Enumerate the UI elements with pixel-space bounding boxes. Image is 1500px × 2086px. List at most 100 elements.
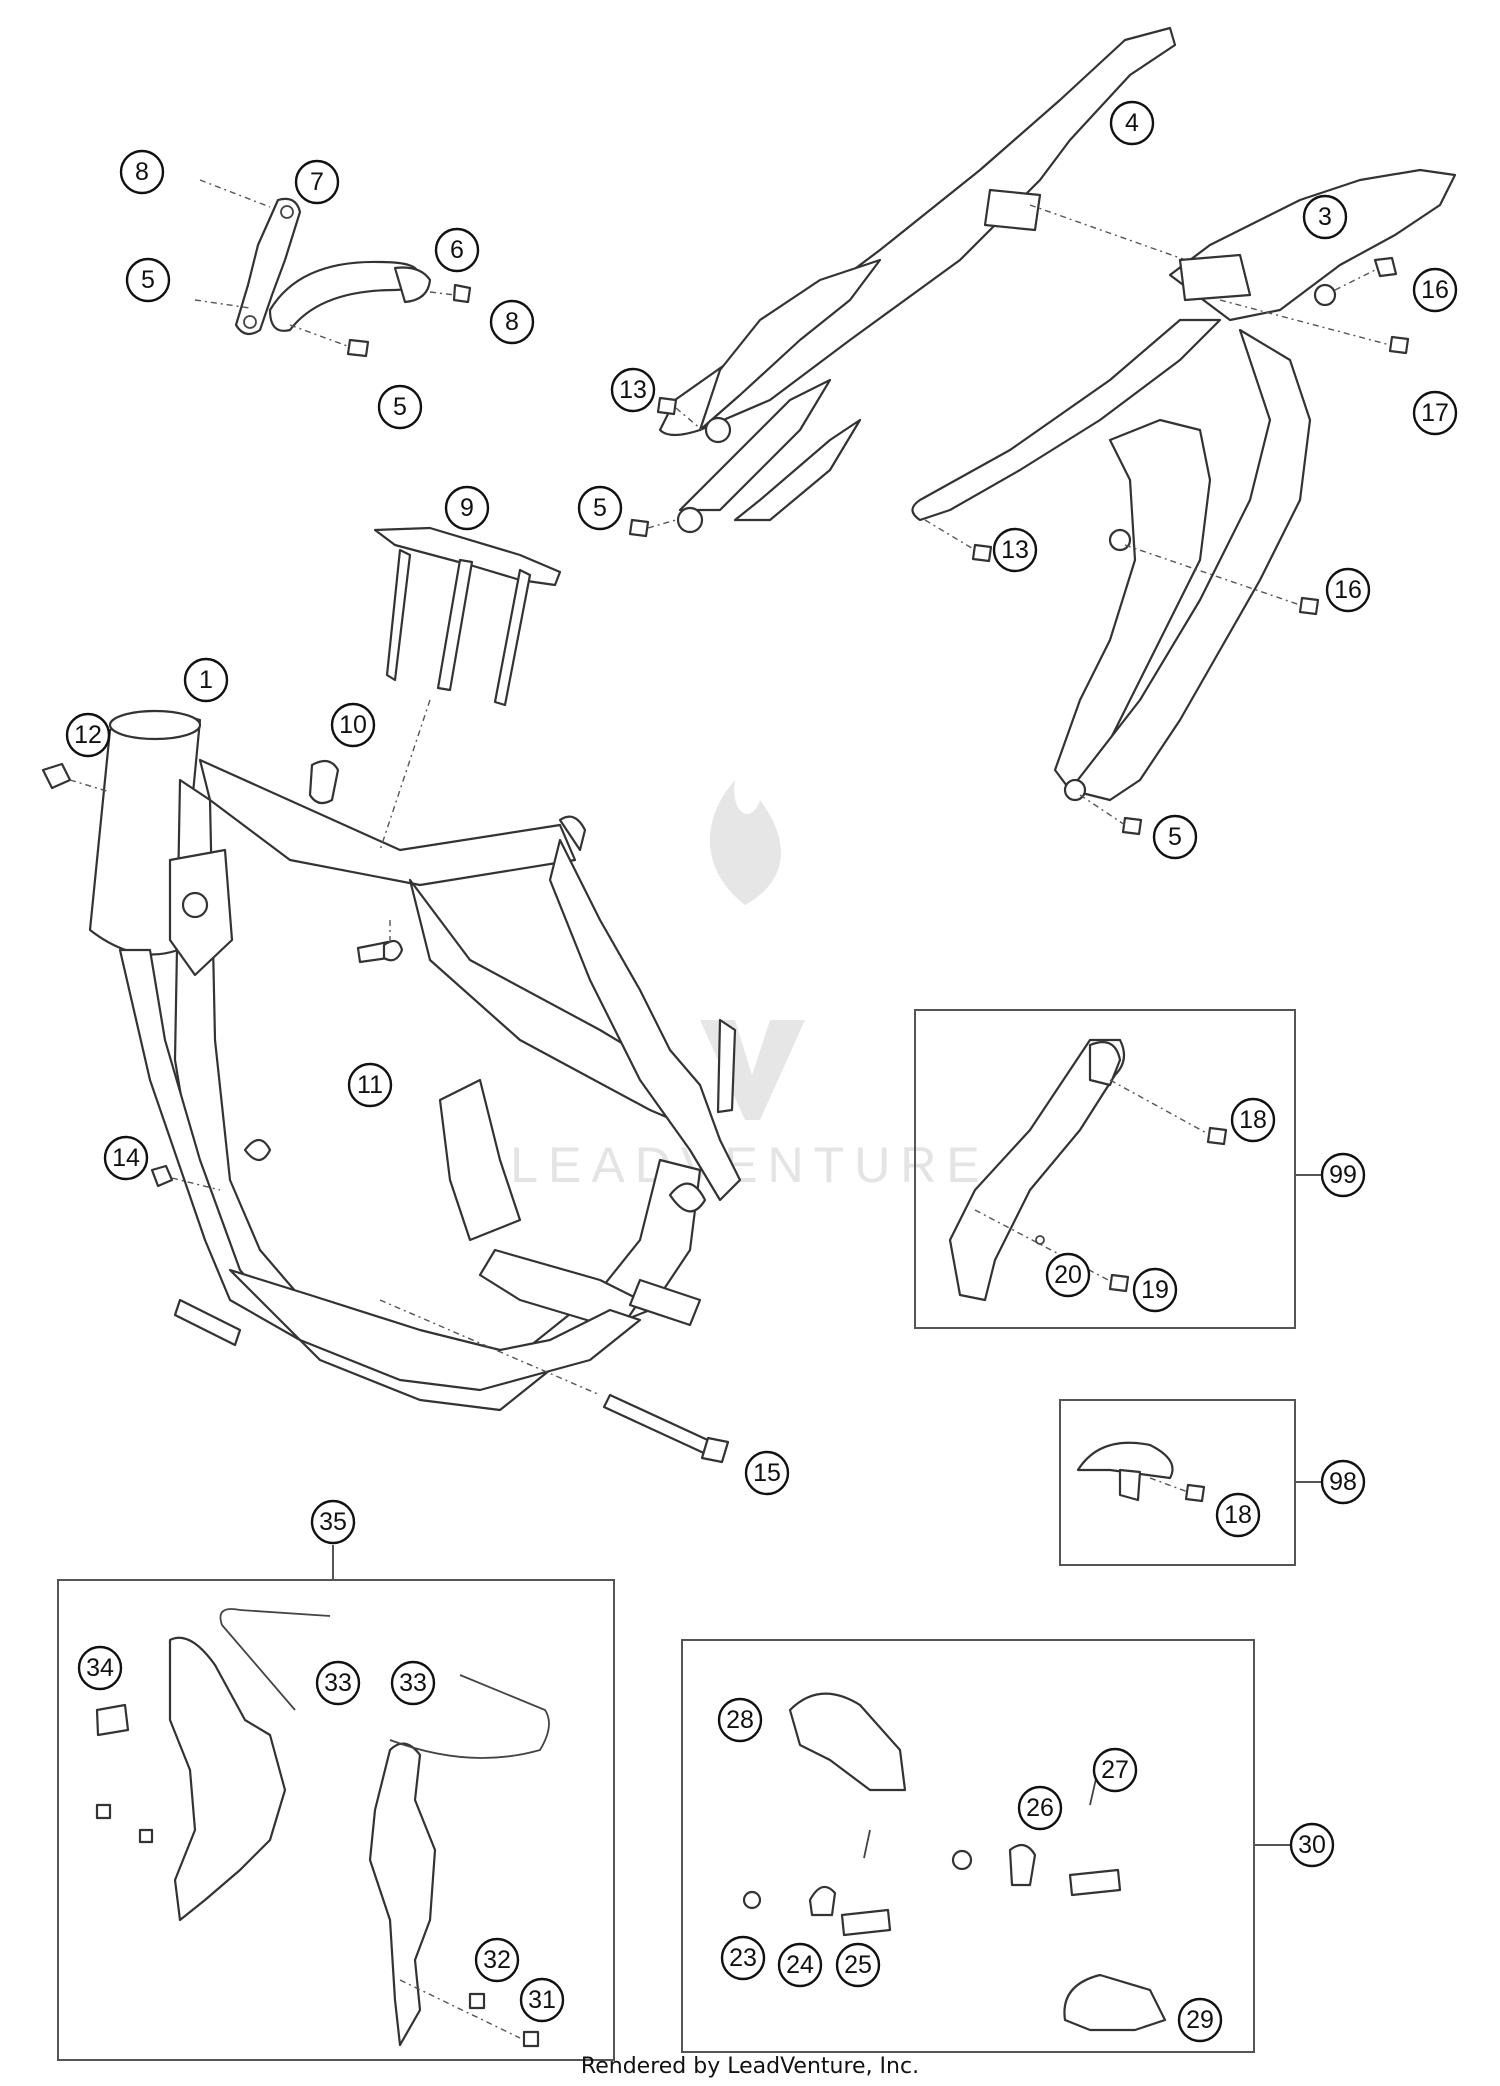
svg-text:8: 8 [505, 308, 519, 336]
svg-text:18: 18 [1224, 1501, 1252, 1529]
svg-text:13: 13 [619, 376, 647, 404]
svg-text:99: 99 [1329, 1161, 1357, 1189]
callout-28[interactable]: 28 [717, 1697, 763, 1743]
svg-text:1: 1 [199, 666, 213, 694]
svg-text:16: 16 [1334, 576, 1362, 604]
callout-9[interactable]: 9 [444, 485, 490, 531]
frame-protectors-35 [95, 1608, 550, 2048]
svg-text:35: 35 [319, 1508, 347, 1536]
callout-3[interactable]: 3 [1302, 194, 1348, 240]
svg-text:16: 16 [1421, 276, 1449, 304]
callout-14[interactable]: 14 [103, 1135, 149, 1181]
clip-12 [41, 762, 111, 793]
group-box-98 [1059, 1399, 1296, 1566]
svg-text:8: 8 [135, 158, 149, 186]
subframe-right [911, 168, 1457, 836]
callout-7[interactable]: 7 [294, 159, 340, 205]
svg-text:14: 14 [112, 1144, 140, 1172]
svg-text:30: 30 [1298, 1831, 1326, 1859]
callout-5-subframe[interactable]: 5 [577, 485, 623, 531]
watermark-logo: LEADVENTURE [510, 780, 990, 1193]
footrests-30 [742, 1692, 1167, 2032]
callout-23[interactable]: 23 [720, 1935, 766, 1981]
callout-16-upper[interactable]: 16 [1412, 267, 1458, 313]
svg-text:5: 5 [1168, 823, 1182, 851]
callout-18-box99[interactable]: 18 [1230, 1097, 1276, 1143]
svg-text:26: 26 [1026, 1794, 1054, 1822]
svg-text:9: 9 [460, 494, 474, 522]
callout-13-right[interactable]: 13 [992, 527, 1038, 573]
callout-10[interactable]: 10 [330, 702, 376, 748]
callout-99[interactable]: 99 [1320, 1152, 1366, 1198]
callout-26[interactable]: 26 [1017, 1785, 1063, 1831]
callout-5-bracket[interactable]: 5 [125, 257, 171, 303]
callout-32[interactable]: 32 [474, 1937, 520, 1983]
callout-5-bracket-lower[interactable]: 5 [377, 384, 423, 430]
svg-text:23: 23 [729, 1944, 757, 1972]
svg-text:4: 4 [1125, 109, 1139, 137]
nut-14 [150, 1164, 221, 1191]
svg-text:33: 33 [324, 1669, 352, 1697]
callout-29[interactable]: 29 [1177, 1997, 1223, 2043]
callout-6[interactable]: 6 [434, 227, 480, 273]
svg-text:5: 5 [593, 494, 607, 522]
svg-text:17: 17 [1421, 399, 1449, 427]
callout-27[interactable]: 27 [1092, 1747, 1138, 1793]
svg-text:25: 25 [844, 1951, 872, 1979]
clip-10 [308, 759, 340, 805]
callout-31[interactable]: 31 [519, 1977, 565, 2023]
callout-24[interactable]: 24 [777, 1942, 823, 1988]
svg-text:5: 5 [393, 393, 407, 421]
svg-text:27: 27 [1101, 1756, 1129, 1784]
callout-12[interactable]: 12 [65, 712, 111, 758]
svg-text:7: 7 [310, 168, 324, 196]
callout-33-left[interactable]: 33 [315, 1660, 361, 1706]
main-frame [88, 709, 742, 1412]
callout-8-lower[interactable]: 8 [489, 299, 535, 345]
callout-13-left[interactable]: 13 [610, 367, 656, 413]
callout-35[interactable]: 35 [310, 1499, 356, 1545]
callout-19[interactable]: 19 [1132, 1267, 1178, 1313]
group-box-30 [681, 1639, 1255, 2053]
callout-11[interactable]: 11 [347, 1062, 393, 1108]
group-box-99 [914, 1009, 1296, 1329]
callout-20[interactable]: 20 [1045, 1252, 1091, 1298]
svg-text:18: 18 [1239, 1106, 1267, 1134]
bracket-11 [356, 920, 404, 964]
watermark-text: LEADVENTURE [510, 1137, 990, 1193]
axle-bolt [379, 1299, 730, 1464]
callout-25[interactable]: 25 [835, 1942, 881, 1988]
svg-text:20: 20 [1054, 1261, 1082, 1289]
svg-text:29: 29 [1186, 2006, 1214, 2034]
svg-text:12: 12 [74, 721, 102, 749]
svg-text:28: 28 [726, 1706, 754, 1734]
callout-15[interactable]: 15 [744, 1450, 790, 1496]
group-box-35 [57, 1579, 615, 2061]
callout-18-box98[interactable]: 18 [1215, 1492, 1261, 1538]
svg-text:10: 10 [339, 711, 367, 739]
svg-text:32: 32 [483, 1946, 511, 1974]
svg-text:34: 34 [86, 1654, 114, 1682]
svg-text:3: 3 [1318, 203, 1332, 231]
callout-98[interactable]: 98 [1320, 1459, 1366, 1505]
footrest-pad-98 [1076, 1441, 1206, 1503]
callout-17[interactable]: 17 [1412, 390, 1458, 436]
callout-5-subframe-lower[interactable]: 5 [1152, 814, 1198, 860]
callout-1[interactable]: 1 [183, 657, 229, 703]
svg-text:13: 13 [1001, 536, 1029, 564]
svg-text:5: 5 [141, 266, 155, 294]
svg-text:24: 24 [786, 1951, 814, 1979]
callout-4[interactable]: 4 [1109, 100, 1155, 146]
bracket-6 [268, 260, 472, 358]
callout-8-upper[interactable]: 8 [119, 149, 165, 195]
callout-33-right[interactable]: 33 [390, 1660, 436, 1706]
callout-34[interactable]: 34 [77, 1645, 123, 1691]
svg-text:98: 98 [1329, 1468, 1357, 1496]
callout-16-lower[interactable]: 16 [1325, 567, 1371, 613]
svg-text:15: 15 [753, 1459, 781, 1487]
callout-30[interactable]: 30 [1289, 1822, 1335, 1868]
svg-text:11: 11 [357, 1071, 383, 1099]
footrest-bracket-99 [948, 1038, 1228, 1302]
svg-text:31: 31 [528, 1986, 556, 2014]
